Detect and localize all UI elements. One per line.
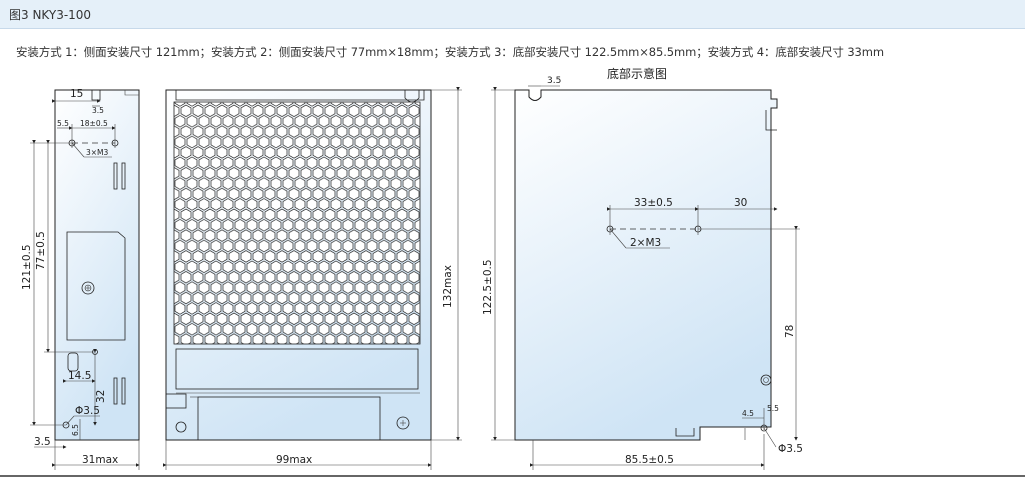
bottom-view-body	[514, 89, 778, 441]
dim-bottom-4-5: 4.5	[742, 409, 754, 418]
side-vent-slot	[121, 162, 126, 190]
dim-side-height-121: 121±0.5	[21, 244, 33, 290]
figure-title-bar: 图3 NKY3-100	[0, 0, 1025, 29]
dim-bottom-hole-dia: Φ3.5	[778, 443, 803, 455]
dim-side-hole-dia: Φ3.5	[75, 405, 100, 417]
dim-bottom-top-3-5: 3.5	[547, 76, 561, 86]
dim-front-width: 99max	[276, 454, 312, 466]
front-ground-screw-icon	[396, 416, 410, 430]
front-hole	[175, 421, 187, 433]
dim-side-width: 31max	[82, 454, 118, 466]
dim-bottom-5-5: 5.5	[767, 404, 779, 413]
dim-side-14-5: 14.5	[68, 370, 91, 382]
dim-bottom-screw: 2×M3	[630, 237, 661, 249]
mounting-description: 安装方式 1：侧面安装尺寸 121mm；安装方式 2：侧面安装尺寸 77mm×1…	[16, 45, 884, 59]
side-cover-panel	[66, 231, 126, 341]
side-vent-slot	[121, 377, 126, 405]
dim-bottom-width: 85.5±0.5	[625, 454, 674, 466]
front-label-panel	[175, 348, 419, 390]
side-ground-screw-icon	[81, 281, 95, 295]
side-vent-slot	[113, 162, 118, 190]
dim-side-bottom-3-5: 3.5	[34, 436, 51, 448]
dim-bottom-30: 30	[734, 197, 747, 209]
figure-title: 图3 NKY3-100	[9, 8, 92, 22]
front-view: 132max 99max	[163, 87, 462, 470]
front-vent-hex-grid	[173, 101, 421, 345]
front-terminal-block	[197, 396, 381, 441]
side-view: 15 3.5 5.5 18±0.5 3×M3 121±0.5 77±0.5 14…	[21, 88, 140, 470]
dim-bottom-height: 122.5±0.5	[482, 259, 494, 315]
dim-side-32: 32	[95, 390, 107, 403]
dim-side-height-77: 77±0.5	[35, 231, 47, 270]
dim-side-hole-spacing: 18±0.5	[80, 119, 108, 128]
dim-side-screw: 3×M3	[86, 148, 109, 157]
side-vent-slot	[113, 377, 118, 405]
dim-front-height: 132max	[442, 265, 454, 308]
side-view-body	[54, 89, 140, 441]
bottom-view-caption: 底部示意图	[607, 66, 667, 81]
dim-side-offset: 5.5	[57, 119, 69, 128]
dim-side-top-small: 3.5	[92, 106, 104, 115]
dim-bottom-78: 78	[784, 325, 796, 338]
bottom-view: 底部示意图 3.5 122.5±0.5 33±0.5 30 2×M3	[482, 66, 803, 470]
dim-side-top-width: 15	[70, 88, 83, 100]
dim-side-6-5: 6.5	[71, 424, 80, 436]
bottom-ground-screw-icon	[760, 374, 772, 386]
dim-bottom-hole-spacing: 33±0.5	[634, 197, 673, 209]
